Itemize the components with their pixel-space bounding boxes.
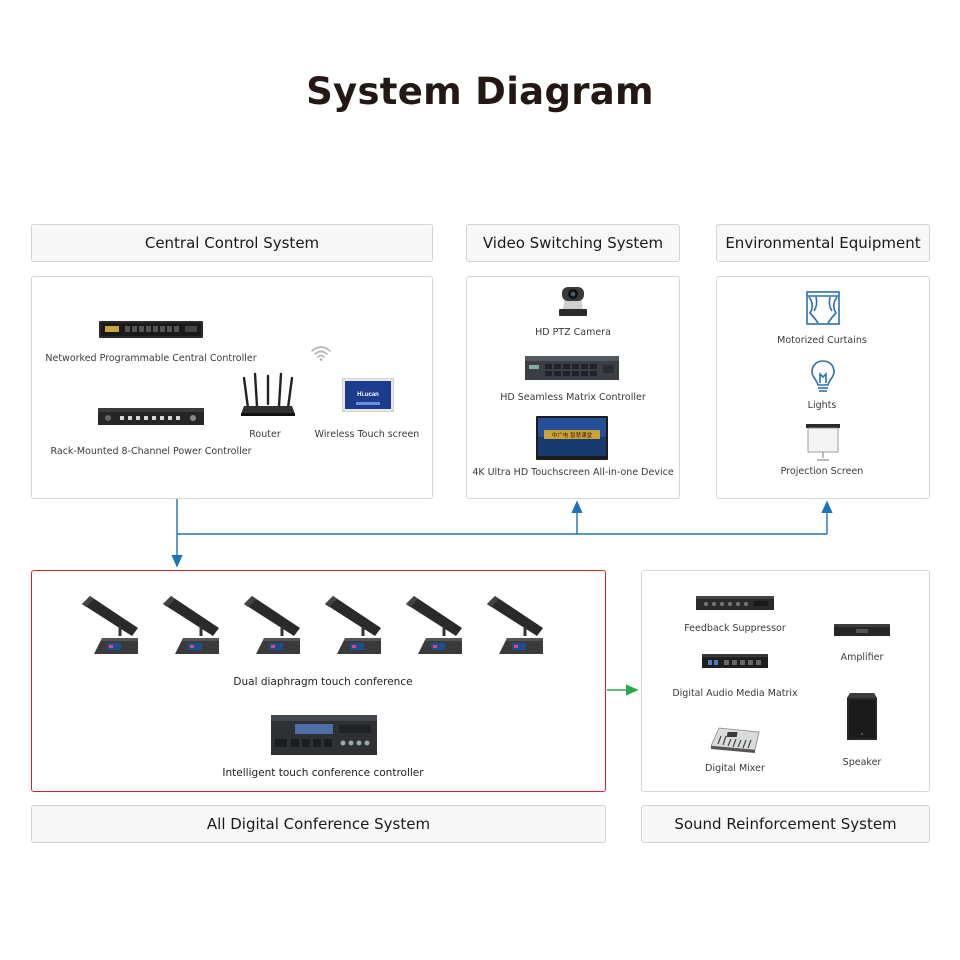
feedback-suppressor-icon [696, 596, 774, 610]
label-wireless-touch: Wireless Touch screen [314, 429, 420, 440]
matrix-controller-icon [525, 356, 619, 380]
media-matrix-icon [702, 654, 768, 668]
header-video-switching: Video Switching System [466, 224, 680, 262]
wireless-touch-screen-icon: Hi.ucan [342, 378, 394, 412]
label-projection-screen: Projection Screen [780, 466, 864, 477]
label-central-controller: Networked Programmable Central Controlle… [45, 353, 257, 364]
label-power-controller: Rack-Mounted 8-Channel Power Controller [50, 446, 252, 457]
central-controller-icon [99, 321, 203, 338]
power-controller-icon [98, 408, 204, 425]
router-icon [241, 372, 295, 416]
conference-microphone-icon [244, 596, 300, 654]
wifi-icon [311, 346, 331, 361]
header-environmental: Environmental Equipment [716, 224, 930, 262]
blue-connector [171, 499, 833, 568]
label-touchscreen-device: 4K Ultra HD Touchscreen All-in-one Devic… [472, 467, 674, 478]
header-digital-conference: All Digital Conference System [31, 805, 606, 843]
header-sound-reinforcement: Sound Reinforcement System [641, 805, 930, 843]
label-media-matrix: Digital Audio Media Matrix [672, 688, 798, 699]
ptz-camera-icon [559, 287, 587, 316]
label-feedback-suppressor: Feedback Suppressor [684, 623, 786, 634]
digital-mixer-icon [710, 727, 760, 753]
label-lights: Lights [807, 400, 837, 411]
conference-microphone-icon [325, 596, 381, 654]
label-digital-mixer: Digital Mixer [705, 763, 765, 774]
conference-controller-icon [271, 715, 377, 755]
label-speaker: Speaker [842, 757, 882, 768]
label-conference-controller: Intelligent touch conference controller [222, 767, 424, 779]
conference-microphone-icon [406, 596, 462, 654]
label-matrix-controller: HD Seamless Matrix Controller [500, 392, 646, 403]
display-banner-text: 中广电 智慧课堂 [552, 431, 593, 439]
conference-microphone-icon [163, 596, 219, 654]
label-amplifier: Amplifier [840, 652, 884, 663]
label-router: Router [249, 429, 281, 440]
speaker-icon [847, 693, 877, 740]
header-central-control: Central Control System [31, 224, 433, 262]
conference-microphone-icon [487, 596, 543, 654]
light-bulb-icon [811, 360, 835, 392]
label-curtains: Motorized Curtains [777, 335, 867, 346]
projection-screen-icon [806, 424, 840, 461]
touchscreen-display-icon: 中广电 智慧课堂 [536, 416, 608, 460]
amplifier-icon [834, 624, 890, 636]
curtains-icon [806, 291, 840, 325]
label-conference-mics: Dual diaphragm touch conference [233, 676, 413, 688]
sound-panel [641, 570, 930, 792]
page-title: System Diagram [306, 70, 654, 113]
conference-microphone-icon [82, 596, 138, 654]
label-ptz-camera: HD PTZ Camera [535, 327, 611, 338]
touch-screen-logo: Hi.ucan [357, 392, 379, 398]
